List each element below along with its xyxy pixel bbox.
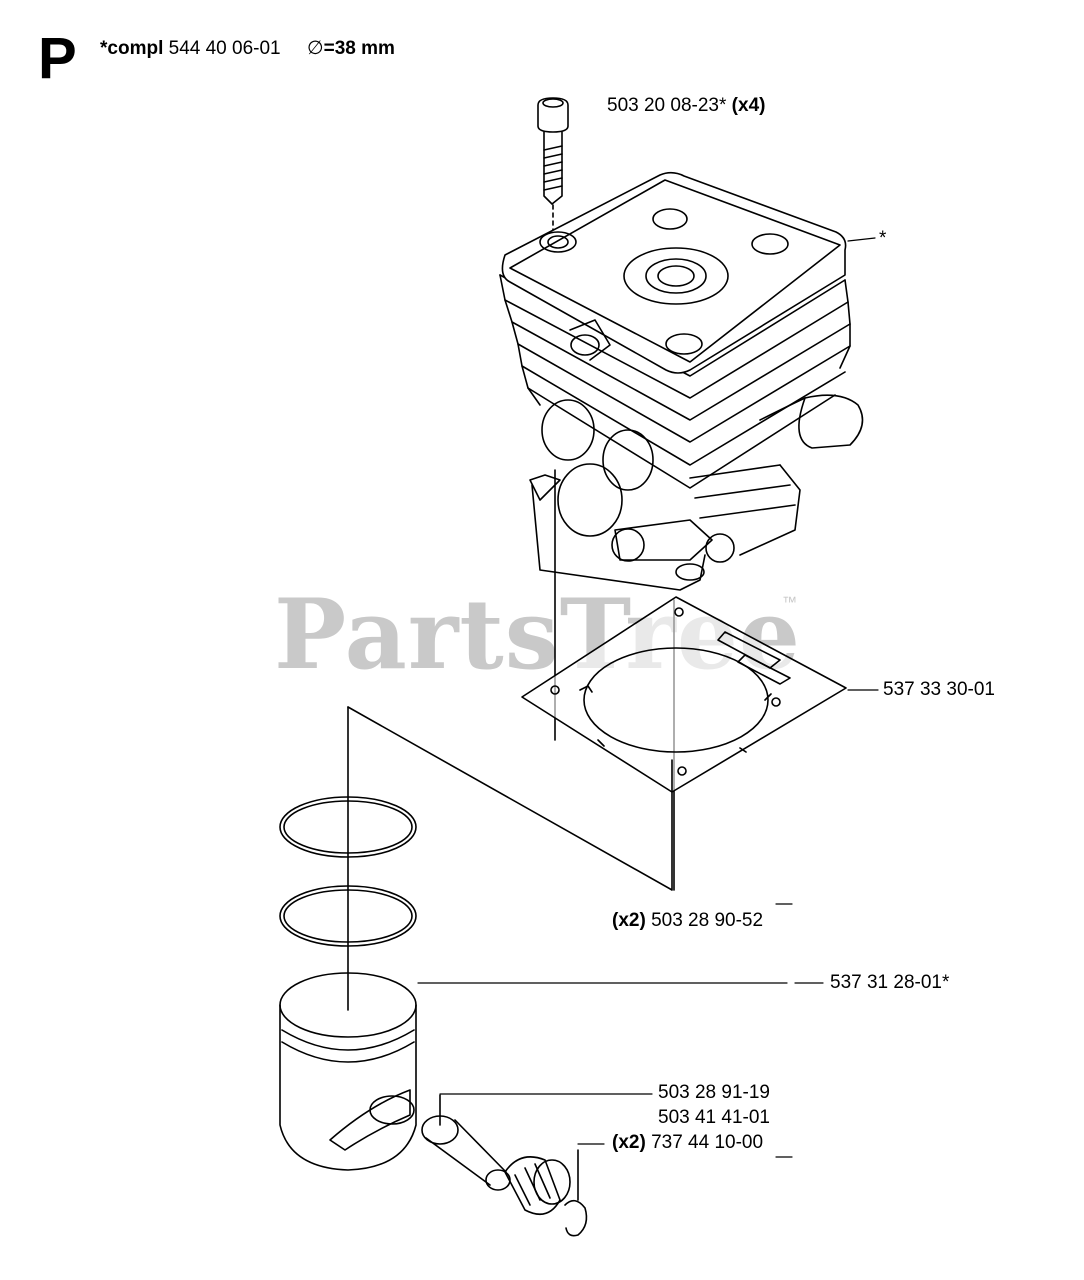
part-label-needle-bearing[interactable]: 503 41 41-01 xyxy=(658,1107,770,1129)
part-number: 503 20 08-23* xyxy=(607,95,727,116)
part-label-bolt[interactable]: 503 20 08-23* (x4) xyxy=(607,95,765,117)
piston-rings-drawing xyxy=(280,797,416,946)
piston-pin-drawing xyxy=(422,1095,510,1190)
compl-label: *compl xyxy=(100,38,164,59)
guide-line xyxy=(348,707,672,890)
piston-drawing xyxy=(280,973,416,1170)
part-number: 537 33 30-01 xyxy=(883,679,995,700)
cylinder-drawing xyxy=(500,173,863,890)
part-label-piston[interactable]: 537 31 28-01* xyxy=(830,972,949,994)
diameter-value: =38 mm xyxy=(323,38,395,59)
part-label-gasket[interactable]: 537 33 30-01 xyxy=(883,679,995,701)
assembly-header: *compl 544 40 06-01 ∅=38 mm xyxy=(100,37,395,60)
part-label-cylinder[interactable]: * xyxy=(879,228,886,250)
bolt-drawing xyxy=(538,98,568,238)
needle-bearing-drawing xyxy=(505,1157,570,1214)
part-quantity: (x2) xyxy=(612,1132,646,1153)
leader-lines xyxy=(418,238,878,1157)
part-label-piston-rings[interactable]: (x2) 503 28 90-52 xyxy=(612,910,763,932)
part-number: 503 28 90-52 xyxy=(651,910,764,931)
part-label-circlip[interactable]: (x2) 737 44 10-00 xyxy=(612,1132,763,1154)
part-number: 503 28 91-19 xyxy=(658,1082,770,1103)
diameter-symbol: ∅ xyxy=(307,38,324,59)
part-label-piston-pin[interactable]: 503 28 91-19 xyxy=(658,1082,770,1104)
part-number: * xyxy=(879,228,887,249)
circlip-drawing xyxy=(565,1150,586,1236)
section-letter: P xyxy=(38,26,77,91)
watermark-trademark: ™ xyxy=(782,594,797,611)
compl-part-number: 544 40 06-01 xyxy=(168,38,281,59)
part-quantity: (x4) xyxy=(731,95,766,116)
part-number: 737 44 10-00 xyxy=(651,1132,764,1153)
part-quantity: (x2) xyxy=(612,910,646,931)
part-number: 503 41 41-01 xyxy=(658,1107,770,1128)
part-number: 537 31 28-01* xyxy=(830,972,950,993)
gasket-drawing xyxy=(522,597,846,792)
